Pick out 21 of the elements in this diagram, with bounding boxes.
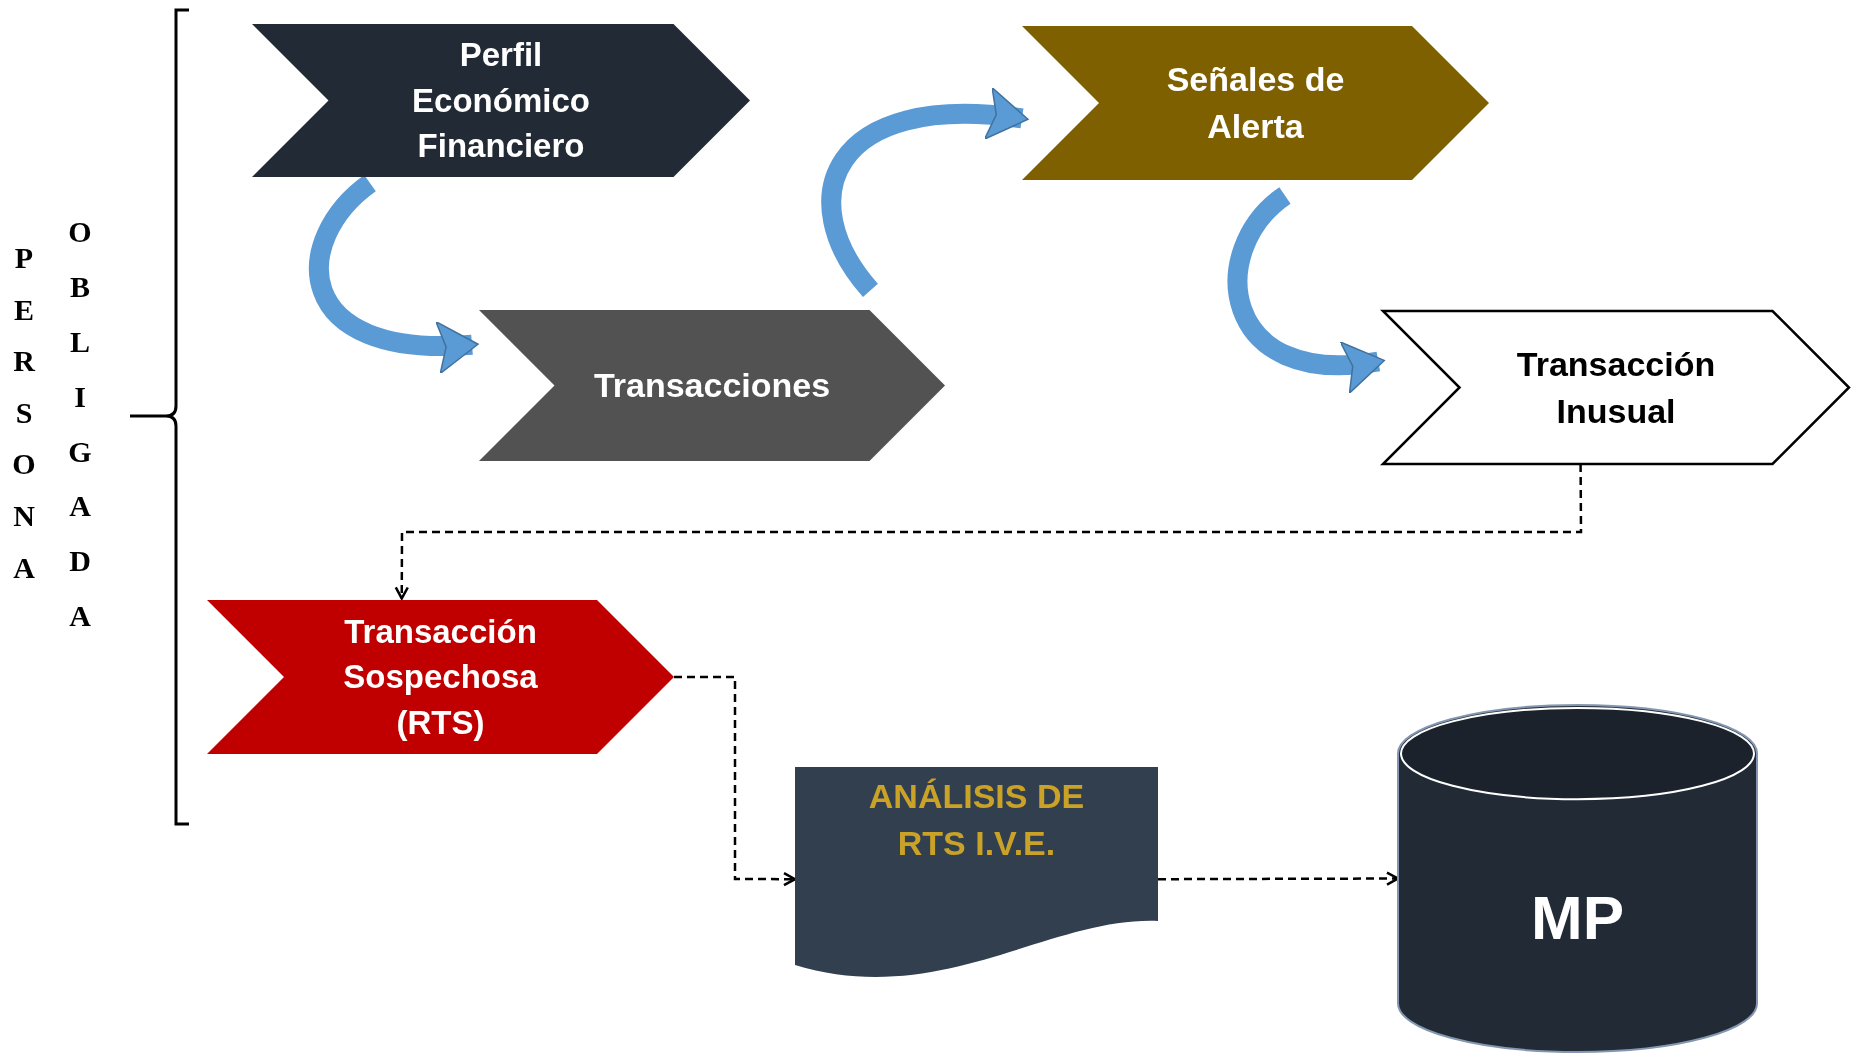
dashed-arrow <box>394 464 1583 600</box>
node-text: Transacción Inusual <box>1515 343 1717 432</box>
dashed-arrow <box>1158 871 1400 886</box>
curved-arrow <box>821 88 1029 297</box>
node-text: Transacción Sospechosa (RTS) <box>342 611 539 743</box>
database-cylinder <box>1398 705 1757 1052</box>
chevron-box <box>252 24 750 177</box>
chevron-box <box>207 600 674 754</box>
curved-arrow <box>309 175 479 373</box>
chevron-box <box>1383 311 1849 464</box>
node-text: Perfil Económico Financiero <box>411 35 591 167</box>
node-text: Señales de Alerta <box>1165 59 1346 147</box>
dashed-arrow <box>674 675 797 887</box>
curved-arrow <box>1227 187 1386 392</box>
chevron-box <box>1022 26 1489 180</box>
vertical-label: OBLIGADA <box>67 214 93 635</box>
node-text: Transacciones <box>593 365 831 407</box>
node-text: MP <box>1531 881 1624 954</box>
vertical-label: PERSONA <box>11 240 37 586</box>
node-text: ANÁLISIS DE RTS I.V.E. <box>867 776 1086 864</box>
chevron-box <box>479 310 945 461</box>
